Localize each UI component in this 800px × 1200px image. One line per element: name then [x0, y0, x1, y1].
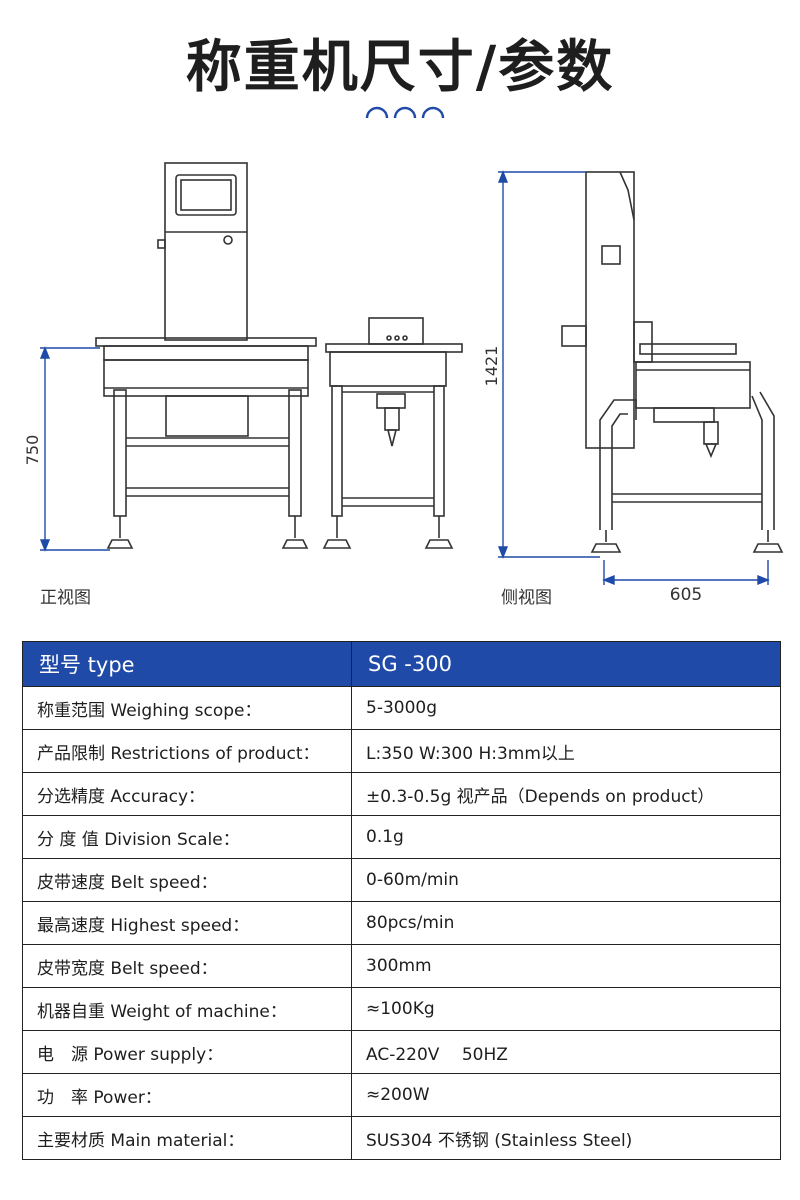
- front-view-label: 正视图: [40, 588, 91, 608]
- row-label: 最高速度 Highest speed：: [22, 901, 352, 945]
- row-label: 产品限制 Restrictions of product：: [22, 729, 352, 773]
- table-row: 主要材质 Main material：SUS304 不锈钢 (Stainless…: [22, 1116, 781, 1160]
- table-row: 皮带速度 Belt speed：0-60m/min: [22, 858, 781, 902]
- row-label: 机器自重 Weight of machine：: [22, 987, 352, 1031]
- table-row: 皮带宽度 Belt speed：300mm: [22, 944, 781, 988]
- row-label: 皮带速度 Belt speed：: [22, 858, 352, 902]
- row-value: ≈100Kg: [351, 987, 781, 1031]
- page-title: 称重机尺寸/参数: [185, 35, 615, 100]
- row-value: AC-220V 50HZ: [351, 1030, 781, 1074]
- table-row: 产品限制 Restrictions of product：L:350 W:300…: [22, 729, 781, 773]
- row-value: SUS304 不锈钢 (Stainless Steel): [351, 1116, 781, 1160]
- row-label: 皮带宽度 Belt speed：: [22, 944, 352, 988]
- circles-decoration: [365, 106, 445, 119]
- dim-total-height-label: 1421: [482, 346, 501, 387]
- row-value: 300mm: [351, 944, 781, 988]
- table-row: 最高速度 Highest speed：80pcs/min: [22, 901, 781, 945]
- header-type: 型号 type: [22, 641, 352, 687]
- table-header-row: 型号 type SG -300: [22, 641, 781, 687]
- side-view-label: 侧视图: [501, 588, 552, 608]
- table-row: 分 度 值 Division Scale：0.1g: [22, 815, 781, 859]
- row-label: 称重范围 Weighing scope：: [22, 686, 352, 730]
- row-label: 主要材质 Main material：: [22, 1116, 352, 1160]
- row-value: L:350 W:300 H:3mm以上: [351, 729, 781, 773]
- row-value: 0.1g: [351, 815, 781, 859]
- row-label: 分选精度 Accuracy：: [22, 772, 352, 816]
- table-row: 功 率 Power：≈200W: [22, 1073, 781, 1117]
- row-value: 0-60m/min: [351, 858, 781, 902]
- table-row: 机器自重 Weight of machine：≈100Kg: [22, 987, 781, 1031]
- row-label: 功 率 Power：: [22, 1073, 352, 1117]
- row-value: 80pcs/min: [351, 901, 781, 945]
- row-label: 电 源 Power supply：: [22, 1030, 352, 1074]
- machine-drawing: 750 1421 605: [23, 162, 784, 605]
- row-label: 分 度 值 Division Scale：: [22, 815, 352, 859]
- row-value: ±0.3-0.5g 视产品（Depends on product）: [351, 772, 781, 816]
- table-row: 分选精度 Accuracy：±0.3-0.5g 视产品（Depends on p…: [22, 772, 781, 816]
- spec-table: 型号 type SG -300 称重范围 Weighing scope：5-30…: [22, 641, 781, 1160]
- row-value: 5-3000g: [351, 686, 781, 730]
- dim-height-label: 750: [23, 435, 42, 466]
- table-row: 电 源 Power supply：AC-220V 50HZ: [22, 1030, 781, 1074]
- header-model: SG -300: [351, 641, 781, 687]
- dim-width-label: 605: [670, 585, 702, 605]
- row-value: ≈200W: [351, 1073, 781, 1117]
- table-row: 称重范围 Weighing scope：5-3000g: [22, 686, 781, 730]
